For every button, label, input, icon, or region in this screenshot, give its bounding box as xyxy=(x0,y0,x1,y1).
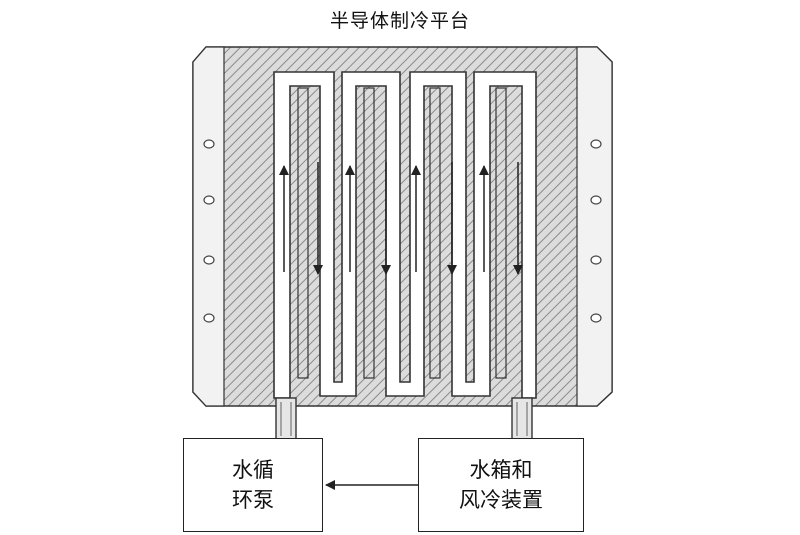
hole xyxy=(203,195,215,205)
tank-label-line1: 水箱和 xyxy=(469,458,533,482)
hole xyxy=(590,195,602,205)
hole xyxy=(203,313,215,323)
channel-fins xyxy=(297,87,507,379)
right-rail xyxy=(576,46,613,407)
fin xyxy=(297,87,309,379)
hole xyxy=(203,255,215,265)
fin xyxy=(429,87,441,379)
hole xyxy=(590,313,602,323)
rail-holes xyxy=(203,139,602,323)
fin xyxy=(363,87,375,379)
hole xyxy=(590,255,602,265)
pump-label-line1: 水循 xyxy=(232,458,274,482)
hole xyxy=(590,139,602,149)
inlet-fitting xyxy=(511,397,533,441)
diagram-title: 半导体制冷平台 xyxy=(329,10,470,32)
left-rail xyxy=(192,46,225,407)
fin xyxy=(495,87,507,379)
plate-outline xyxy=(192,46,613,407)
outlet-fitting xyxy=(275,397,297,441)
pump-box: 水循 环泵 xyxy=(183,438,323,532)
flow-arrows xyxy=(279,162,523,275)
tank-label-line2: 风冷装置 xyxy=(459,488,543,512)
tank-cooler-box: 水箱和 风冷装置 xyxy=(418,438,584,532)
pump-label-line2: 环泵 xyxy=(232,488,274,512)
hole xyxy=(203,139,215,149)
